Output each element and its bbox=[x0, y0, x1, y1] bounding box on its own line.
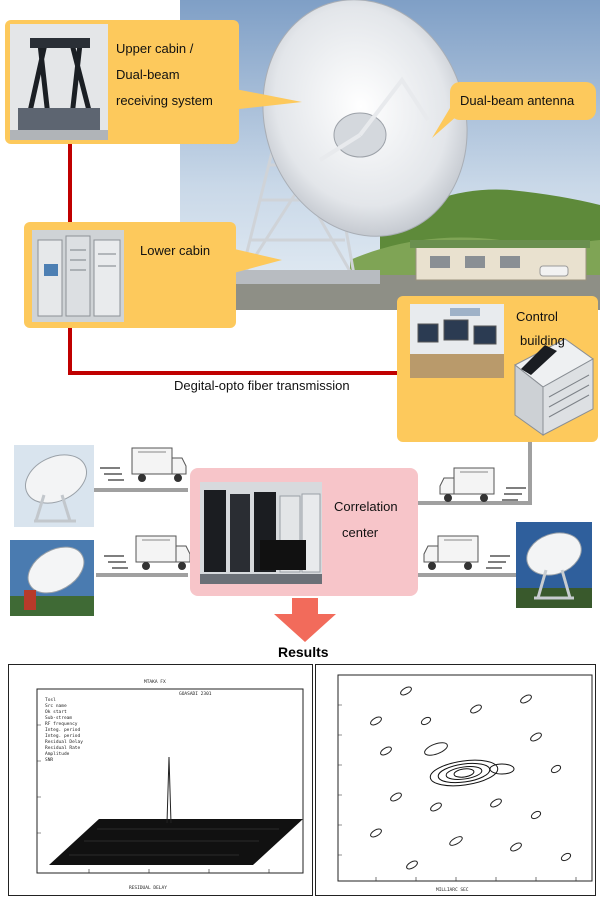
upper-cabin-photo bbox=[10, 24, 108, 140]
lower-cabin-label: Lower cabin bbox=[140, 243, 211, 258]
fringe-plot-panel: MTAKA FX GOASADI 2301 Tosl Src name Ok s… bbox=[8, 664, 313, 896]
truck-icon-right-bottom bbox=[423, 535, 510, 570]
right-antenna-photo bbox=[516, 522, 592, 608]
recorder-unit-photo bbox=[505, 335, 595, 439]
left-antenna-photo-top bbox=[14, 445, 94, 527]
lower-cabin-pointer bbox=[230, 248, 282, 274]
results-label: Results bbox=[278, 644, 329, 660]
svg-text:Residual Rate: Residual Rate bbox=[45, 745, 81, 751]
truck-icon-right-top bbox=[439, 467, 526, 502]
control-building-label-1: Control bbox=[516, 309, 558, 324]
control-building-label-2: building bbox=[520, 333, 565, 348]
svg-text:GOASADI 2301: GOASADI 2301 bbox=[179, 691, 212, 697]
svg-text:SNR: SNR bbox=[45, 757, 53, 763]
svg-text:RESIDUAL DELAY: RESIDUAL DELAY bbox=[129, 885, 167, 891]
control-room-photo bbox=[410, 304, 504, 378]
down-arrow-icon bbox=[274, 598, 336, 642]
svg-text:Integ. period: Integ. period bbox=[45, 727, 81, 733]
antenna-callout bbox=[450, 82, 596, 120]
truck-icon-left-bottom bbox=[104, 535, 191, 570]
upper-cabin-label-1: Upper cabin / bbox=[116, 41, 194, 56]
correlation-center-label-1: Correlation bbox=[334, 499, 398, 514]
svg-text:Ok start: Ok start bbox=[45, 709, 67, 715]
svg-text:Src name: Src name bbox=[45, 703, 67, 709]
fiber-link-line bbox=[68, 130, 410, 375]
upper-cabin-pointer bbox=[230, 88, 302, 110]
svg-text:Amplitude: Amplitude bbox=[45, 751, 70, 757]
fiber-label: Degital-opto fiber transmission bbox=[174, 378, 350, 393]
antenna-scene-photo bbox=[180, 0, 600, 310]
transport-lines bbox=[92, 442, 532, 577]
svg-text:Tosl: Tosl bbox=[45, 697, 56, 703]
svg-text:MTAKA FX: MTAKA FX bbox=[144, 679, 166, 685]
svg-text:MILLIARC SEC: MILLIARC SEC bbox=[436, 887, 469, 893]
svg-text:Residual Delay: Residual Delay bbox=[45, 739, 83, 745]
lower-cabin-photo bbox=[32, 230, 124, 322]
antenna-label: Dual-beam antenna bbox=[460, 93, 575, 108]
upper-cabin-label-2: Dual-beam bbox=[116, 67, 180, 82]
correlation-center-label-2: center bbox=[342, 525, 379, 540]
left-antenna-photo-bottom bbox=[10, 540, 94, 616]
contour-map-panel: MILLIARC SEC bbox=[315, 664, 596, 896]
svg-text:RF frequency: RF frequency bbox=[45, 721, 78, 727]
correlator-photo bbox=[200, 482, 322, 584]
upper-cabin-label-3: receiving system bbox=[116, 93, 213, 108]
svg-text:Integ. period: Integ. period bbox=[45, 733, 81, 739]
truck-icon-left-top bbox=[100, 447, 187, 482]
svg-text:Sub-stream: Sub-stream bbox=[45, 715, 72, 721]
